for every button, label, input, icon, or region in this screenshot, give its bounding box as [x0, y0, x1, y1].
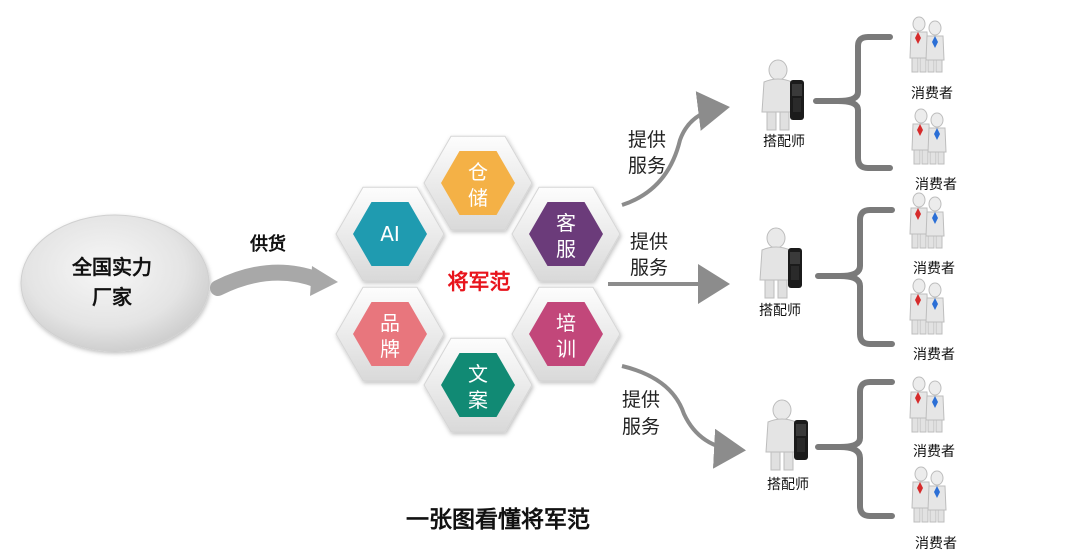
hexagon-pin-label-line2: 牌	[380, 337, 400, 361]
hexagon-pin-label-line1: 品	[380, 311, 400, 335]
matcher-2-label: 搭配师	[759, 303, 801, 319]
consumer-3-icon	[909, 192, 945, 249]
service-label-2-line2: 服务	[630, 257, 668, 279]
hexagon-pei-label-line2: 训	[556, 337, 576, 361]
consumer-6: 消费者	[911, 466, 957, 552]
consumer-5: 消费者	[909, 376, 955, 460]
hexagon-cang: 仓储	[423, 135, 533, 231]
center-label: 将军范	[448, 270, 511, 294]
hexagon-ke-fill	[529, 202, 603, 266]
matcher-1-label: 搭配师	[763, 134, 805, 150]
consumer-1-icon	[909, 16, 945, 73]
service-label-3-line2: 服务	[622, 416, 660, 438]
matcher-3: 搭配师	[765, 399, 809, 493]
consumer-6-icon	[911, 466, 947, 523]
hexagon-ke: 客服	[511, 186, 621, 282]
matcher-1-icon	[761, 59, 805, 131]
consumer-5-label: 消费者	[913, 444, 955, 460]
matcher-2-icon	[759, 227, 803, 299]
service-label-1-line2: 服务	[628, 155, 666, 177]
consumer-2-icon	[911, 108, 947, 165]
consumer-1-label: 消费者	[911, 86, 953, 102]
caption: 一张图看懂将军范	[406, 506, 590, 533]
hexagon-pei-fill	[529, 302, 603, 366]
consumer-1: 消费者	[909, 16, 953, 102]
hexagon-ai-fill	[353, 202, 427, 266]
hexagon-pin-fill	[353, 302, 427, 366]
bracket-2	[815, 207, 895, 347]
manufacturer-label-line1: 全国实力	[71, 255, 152, 279]
bracket-1	[813, 34, 893, 171]
hexagon-pei: 培训	[511, 286, 621, 382]
consumer-6-label: 消费者	[915, 536, 957, 552]
hexagon-pin: 品牌	[335, 286, 445, 382]
matcher-3-icon	[765, 399, 809, 471]
consumer-3-label: 消费者	[913, 261, 955, 277]
consumer-4: 消费者	[909, 278, 955, 363]
service-label-2-line1: 提供	[630, 231, 668, 253]
bracket-3	[815, 379, 895, 519]
service-arrow-1	[621, 91, 730, 207]
manufacturer-node: 全国实力 厂家	[20, 214, 210, 352]
consumer-3: 消费者	[909, 192, 955, 277]
hexagon-wen-fill	[441, 353, 515, 417]
service-label-1-line1: 提供	[628, 129, 666, 151]
hexagon-ai-label-line1: AI	[380, 222, 400, 246]
consumer-2: 消费者	[911, 108, 957, 193]
hexagon-wen-label-line1: 文	[468, 362, 488, 386]
hexagon-wen: 文案	[423, 337, 533, 433]
consumer-5-icon	[909, 376, 945, 433]
supply-label: 供货	[249, 233, 286, 255]
matcher-1: 搭配师	[761, 59, 805, 150]
hexagon-cang-fill	[441, 151, 515, 215]
hexagon-wen-label-line2: 案	[468, 388, 488, 412]
service-label-3-line1: 提供	[622, 389, 660, 411]
consumer-2-label: 消费者	[915, 177, 957, 193]
consumer-4-label: 消费者	[913, 347, 955, 363]
hexagon-cang-label-line1: 仓	[468, 160, 488, 184]
hexagon-ke-label-line2: 服	[556, 237, 576, 261]
manufacturer-label-line2: 厂家	[92, 285, 133, 309]
hexagon-pei-label-line1: 培	[556, 311, 576, 335]
matcher-2: 搭配师	[759, 227, 803, 319]
service-arrow-3	[621, 364, 746, 469]
hexagon-ke-label-line1: 客	[556, 211, 576, 235]
hexagon-ai: AI	[335, 186, 445, 282]
consumer-4-icon	[909, 278, 945, 335]
hexagon-cang-label-line2: 储	[468, 186, 488, 210]
supply-arrow: 供货	[210, 233, 338, 296]
matcher-3-label: 搭配师	[767, 477, 809, 493]
